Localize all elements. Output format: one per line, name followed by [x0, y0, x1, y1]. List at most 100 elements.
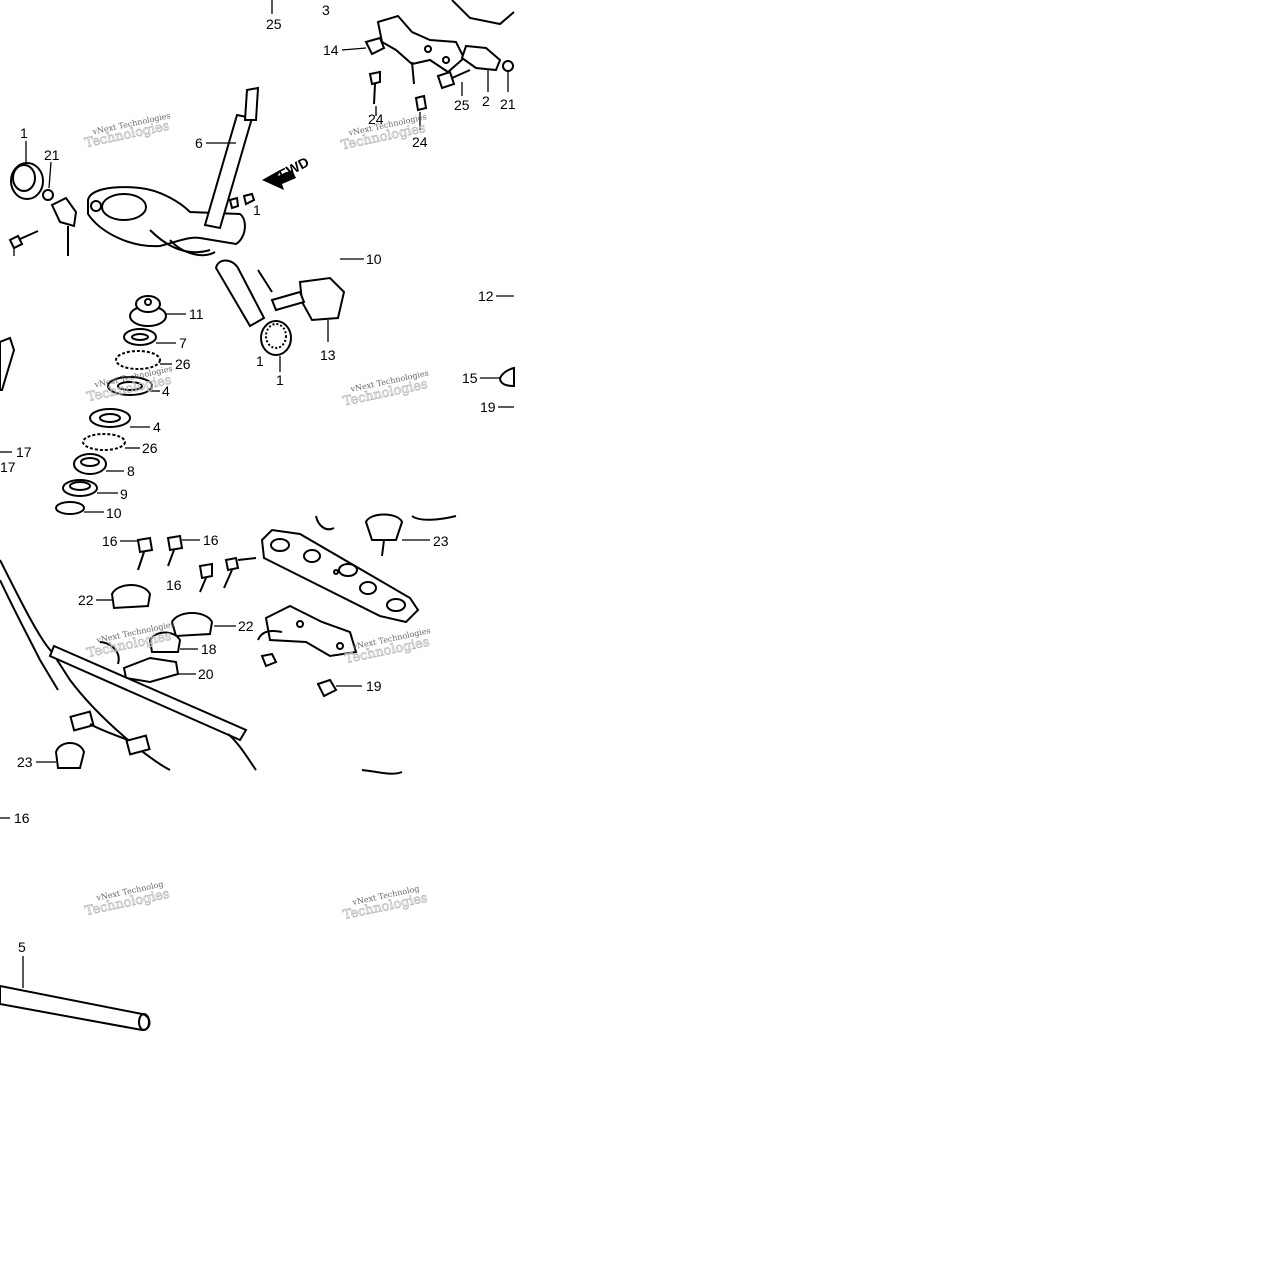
screw-24-left: 24 [368, 70, 384, 127]
stem-part: 6 [195, 86, 260, 230]
clip-2: 2 [482, 70, 490, 109]
top-bridge-part [87, 186, 246, 257]
callout-9: 9 [120, 486, 128, 502]
race-4-bottom: 4 [89, 408, 161, 435]
callout-17a: 17 [16, 444, 32, 460]
callout-1d: 1 [276, 372, 284, 388]
panel-top-bridge: 25 1 21 [8, 0, 312, 257]
dust-seal-9: 9 [62, 479, 128, 502]
callout-16d: 16 [14, 810, 30, 826]
panel-grip: 16 5 [0, 810, 151, 1032]
holder-bolt-16-b: 16 [166, 532, 219, 567]
watermark: Technologies vNext Technologies [85, 620, 175, 662]
callout-24b: 24 [412, 134, 428, 150]
callout-24a: 24 [368, 111, 384, 127]
bolt-25: 25 [436, 69, 471, 113]
switch-cover-part: 1 1 [256, 320, 292, 388]
race-4-top: 4 [107, 376, 170, 399]
callout-25: 25 [266, 16, 282, 32]
callout-1c: 1 [256, 353, 264, 369]
bracket-plate-part [376, 0, 515, 74]
switch-tube-part [214, 259, 273, 328]
watermark: Technologies vNext Technologies [341, 368, 429, 409]
watermark: Technologies vNext Technologies [343, 626, 431, 667]
callout-23a: 23 [433, 533, 449, 549]
callout-8: 8 [127, 463, 135, 479]
bracket-part [50, 196, 78, 256]
callout-17b: 17 [0, 459, 16, 475]
lower-holder-23-b: 23 [364, 513, 449, 557]
callout-13: 13 [320, 347, 336, 363]
callout-12: 12 [478, 288, 494, 304]
callout-6: 6 [195, 135, 203, 151]
callout-2: 2 [482, 93, 490, 109]
nut-part: 21 [42, 147, 60, 201]
watermark: Technologies vNext Technolog [83, 880, 171, 920]
bolt-part [8, 230, 39, 256]
callout-19b: 19 [366, 678, 382, 694]
callout-26a: 26 [175, 356, 191, 372]
holder-bolt-16-a: 16 [102, 533, 154, 571]
holder-18: 18 [148, 631, 217, 657]
callout-10b: 10 [106, 505, 122, 521]
callout-21a: 21 [500, 96, 516, 112]
forward-arrow: FWD [262, 154, 312, 190]
switch-body-part: 13 [270, 276, 346, 363]
washer-7: 7 [123, 328, 187, 351]
watermark: Technologies vNext Technologies [83, 111, 171, 151]
watermark: Technologies vNext Technolog [341, 884, 429, 923]
handlebar-part [0, 559, 257, 771]
callout-23b: 23 [17, 754, 33, 770]
callout-19a: 19 [480, 399, 496, 415]
plate-20: 20 [122, 656, 214, 684]
panel-bracket: 3 14 24 24 25 [322, 0, 516, 150]
right-side-parts: 12 15 19 [462, 288, 515, 415]
panel-handlebar: 16 16 16 22 22 18 [0, 532, 257, 771]
holder-bolt-16-c: 16 [166, 556, 257, 593]
callout-1: 1 [20, 125, 28, 141]
callout-14: 14 [323, 42, 339, 58]
grip-pipe-part: 5 [0, 939, 151, 1032]
callout-5: 5 [18, 939, 26, 955]
ball-race-26-bottom: 26 [82, 433, 158, 456]
washer-10: 10 [55, 501, 122, 521]
upper-holder-22-b: 22 [170, 612, 254, 638]
small-bolt-part: 1 [228, 192, 261, 218]
callout-26b: 26 [142, 440, 158, 456]
cap-part: 1 [10, 125, 44, 200]
callout-18: 18 [201, 641, 217, 657]
callout-11: 11 [189, 306, 204, 322]
nut-21: 21 [500, 60, 516, 112]
panel-bearings: 17 17 11 7 26 4 [0, 295, 204, 521]
callout-3: 3 [322, 2, 330, 18]
race-8: 8 [73, 453, 135, 479]
callout-7: 7 [179, 335, 187, 351]
panel-ignition: 10 13 1 1 12 15 19 [214, 251, 515, 415]
callout-4b: 4 [153, 419, 161, 435]
callout-4a: 4 [162, 383, 170, 399]
callout-15: 15 [462, 370, 478, 386]
callout-16b: 16 [203, 532, 219, 548]
callout-16a: 16 [102, 533, 118, 549]
watermark: Technologies vNext Technologies [85, 364, 173, 405]
holder-plate-part [260, 528, 420, 624]
screw-24-mid: 24 [411, 61, 428, 150]
callout-20: 20 [198, 666, 214, 682]
callout-16c: 16 [166, 577, 182, 593]
callout-22a: 22 [78, 592, 94, 608]
lower-holder-23-a: 23 [17, 742, 86, 770]
upper-holder-22-a: 22 [78, 584, 152, 610]
callout-25b: 25 [454, 97, 470, 113]
callout-1b: 1 [253, 202, 261, 218]
callout-22b: 22 [238, 618, 254, 634]
mount-bolt-14: 14 [323, 36, 386, 58]
nut-19: 19 [316, 678, 382, 698]
callout-21: 21 [44, 147, 60, 163]
callout-10a: 10 [366, 251, 382, 267]
ball-race-26-top: 26 [115, 350, 191, 372]
lower-plate-part [257, 604, 358, 658]
stem-nut-11: 11 [129, 295, 204, 327]
panel-holder-bridge: 23 19 [257, 513, 457, 775]
nut-bottom [260, 652, 278, 668]
